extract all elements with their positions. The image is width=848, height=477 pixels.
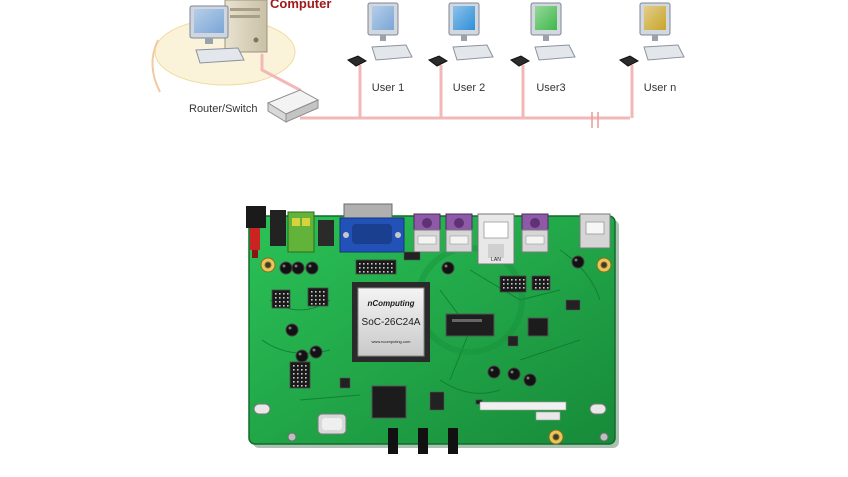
keyboard [643,44,685,61]
chip-brand: nComputing [367,299,414,308]
chip-model: SoC-26C24A [362,317,421,328]
router-label: Router/Switch [189,103,257,115]
server-keyboard [195,47,245,64]
keyboard [371,44,413,61]
capacitor [507,367,521,381]
capacitor [305,261,319,275]
mounting-holes [260,257,612,445]
user-label: User 2 [453,82,485,94]
barcode-label [535,411,561,421]
slot-cutout-left [253,403,271,415]
capacitor [291,261,305,275]
network-cables [260,53,634,120]
usb-port-right [579,213,611,249]
controller-chip [527,317,549,337]
memory-chip [445,313,495,337]
small-ic [565,299,581,311]
bottom-jumpers [388,428,458,454]
main-soc-chip: nComputing SoC-26C24A www.ncomputing.com [352,282,430,362]
router-switch: Router/Switch [189,89,320,123]
svg-text:LAN: LAN [491,257,501,263]
small-ic [429,391,445,411]
wifi-arc-icon [151,39,161,93]
audio-jack [318,220,334,246]
keyboard [534,44,576,61]
capacitor [523,373,537,387]
capacitor [309,345,323,359]
small-ic [507,335,519,347]
slot-cutout-right [589,403,607,415]
bus-break-marks [591,112,599,128]
capacitor [295,349,309,363]
capacitor [285,323,299,337]
crystal-oscillator [317,413,347,435]
label-strip [479,401,567,411]
capacitor [279,261,293,275]
chip-url: www.ncomputing.com [372,339,412,344]
network-diagram: Computer Router/Switch User 1 User 2 User3… [151,0,685,128]
user-terminal: User n [618,2,685,94]
capacitor [487,365,501,379]
access-device-icon [427,55,449,67]
user-terminals: User 1 User 2 User3 User n [346,2,685,94]
server-label: Computer [270,0,331,11]
access-device-icon [509,55,531,67]
capacitor [441,261,455,275]
capacitor [571,255,585,269]
circuit-board: LAN nComputing SoC-26C24A www.ncomputing… [246,203,619,454]
header-connector [270,210,286,246]
port-row [413,213,549,253]
terminal-block [287,211,315,253]
access-device-icon [618,55,640,67]
user-label: User n [644,82,676,94]
small-ic [403,251,421,261]
keyboard [452,44,494,61]
io-chip [371,385,407,419]
small-ic [339,377,351,389]
vga-connector [339,203,405,253]
server-computer: Computer [189,0,331,64]
access-device-icon [346,55,368,67]
user-terminal: User 2 [427,2,494,94]
power-jack [246,206,266,258]
component-cluster [271,251,585,411]
user-terminal: User 1 [346,2,413,94]
user-terminal: User3 [509,2,576,94]
user-label: User3 [536,82,565,94]
server-tower [224,0,268,53]
ethernet-jack: LAN [477,213,515,265]
user-label: User 1 [372,82,404,94]
